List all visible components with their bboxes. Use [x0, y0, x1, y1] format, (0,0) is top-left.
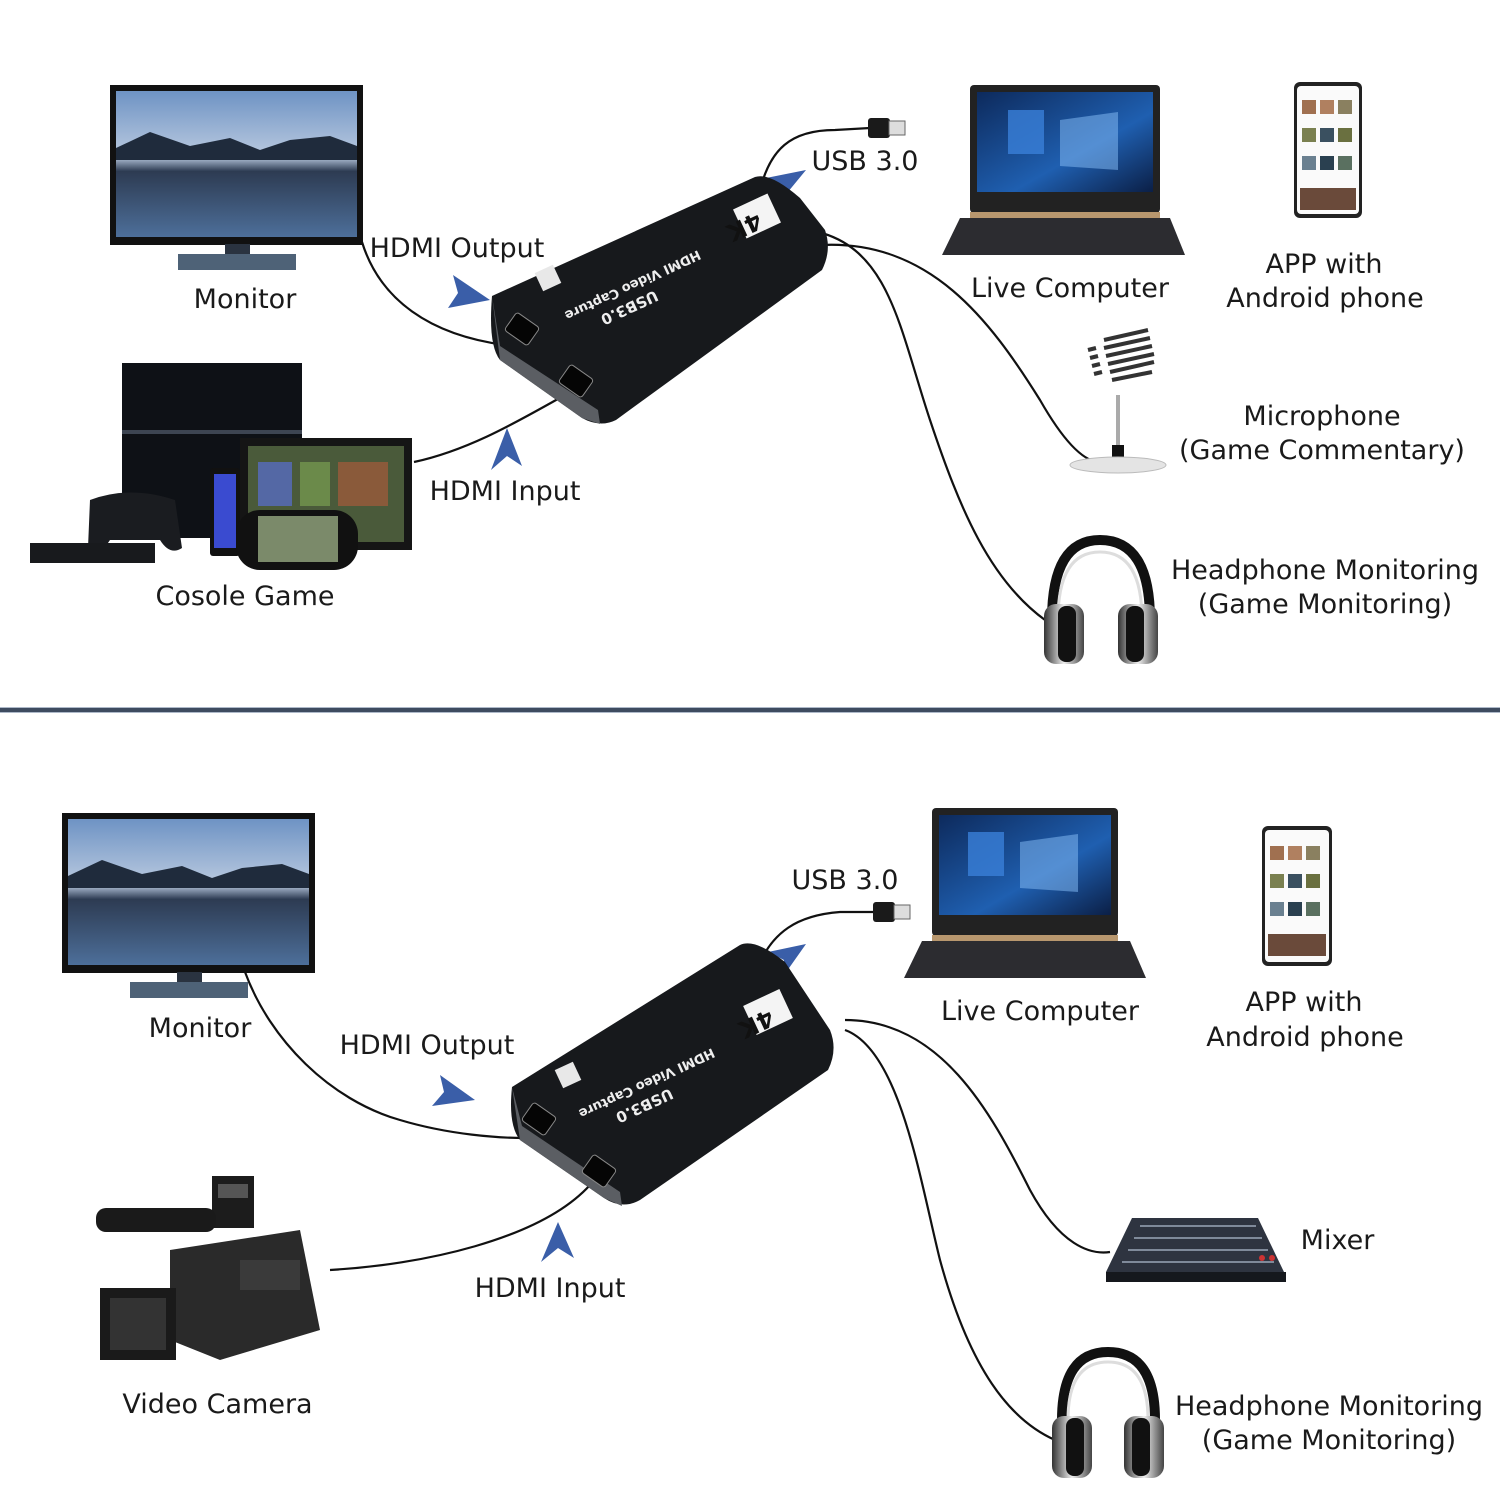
video-camera-icon	[96, 1176, 320, 1360]
cable-headphone	[844, 1028, 1056, 1442]
monitor-icon	[110, 85, 363, 270]
label-headphone: Headphone Monitoring	[1174, 1391, 1484, 1422]
label-app-line1: APP with	[1265, 249, 1383, 280]
audio-mixer-icon	[1106, 1218, 1286, 1282]
cables	[360, 126, 1099, 621]
usb-plug-icon	[868, 118, 906, 138]
label-hdmi-output: HDMI Output	[369, 233, 545, 264]
label-monitor: Monitor	[193, 284, 297, 315]
label-usb: USB 3.0	[811, 146, 919, 177]
label-hdmi-output: HDMI Output	[339, 1030, 515, 1061]
label-headphone: Headphone Monitoring	[1170, 555, 1480, 586]
cable-mic	[821, 243, 1099, 464]
android-phone-icon	[1294, 82, 1362, 218]
capture-card-icon	[491, 176, 828, 424]
label-mixer: Mixer	[1300, 1225, 1375, 1256]
diagram-graphics: 4K HDMI Video Capture USB3.0	[30, 82, 1362, 664]
label-live-computer: Live Computer	[941, 996, 1139, 1027]
microphone-icon	[1069, 328, 1167, 474]
label-video-camera: Video Camera	[122, 1389, 313, 1420]
label-headphone-note: (Game Monitoring)	[1197, 589, 1453, 620]
laptop-icon	[942, 85, 1185, 255]
android-phone-icon	[1262, 826, 1332, 966]
arrow-hdmi-output	[432, 1075, 475, 1106]
label-monitor: Monitor	[148, 1013, 252, 1044]
label-microphone: Microphone	[1243, 401, 1401, 432]
label-app-line2: Android phone	[1226, 283, 1424, 314]
label-app-line1: APP with	[1245, 987, 1363, 1018]
label-hdmi-input: HDMI Input	[429, 476, 581, 507]
arrow-hdmi-input	[491, 428, 522, 470]
label-microphone-note: (Game Commentary)	[1179, 435, 1465, 466]
label-hdmi-input: HDMI Input	[474, 1273, 626, 1304]
cable-headphone	[817, 230, 1046, 621]
cable-monitor	[243, 971, 526, 1140]
label-live-computer: Live Computer	[971, 273, 1169, 304]
headphones-icon	[1052, 1346, 1164, 1478]
monitor-icon	[62, 813, 315, 998]
section-divider	[0, 708, 1500, 712]
cable-camera	[329, 1184, 591, 1272]
laptop-icon	[904, 808, 1146, 978]
cable-console	[413, 394, 566, 464]
usb-plug-icon	[873, 902, 911, 922]
label-app-line2: Android phone	[1206, 1022, 1404, 1053]
cable-mixer	[844, 1018, 1111, 1254]
direction-arrows	[448, 170, 806, 470]
label-console-game: Cosole Game	[155, 581, 335, 612]
arrow-hdmi-output	[448, 275, 490, 308]
direction-arrows	[432, 944, 806, 1262]
arrow-usb	[768, 944, 806, 978]
label-usb: USB 3.0	[791, 865, 899, 896]
label-headphone-note: (Game Monitoring)	[1201, 1425, 1457, 1456]
game-console-icon	[30, 363, 412, 570]
cables	[243, 910, 1111, 1442]
cable-usb	[758, 126, 871, 191]
panel-game-capture: 4K HDMI Video Capture USB3.0	[0, 0, 1500, 700]
capture-card-icon	[511, 943, 834, 1206]
headphones-icon	[1044, 534, 1158, 664]
cable-monitor	[360, 241, 506, 347]
arrow-hdmi-input	[541, 1222, 574, 1262]
